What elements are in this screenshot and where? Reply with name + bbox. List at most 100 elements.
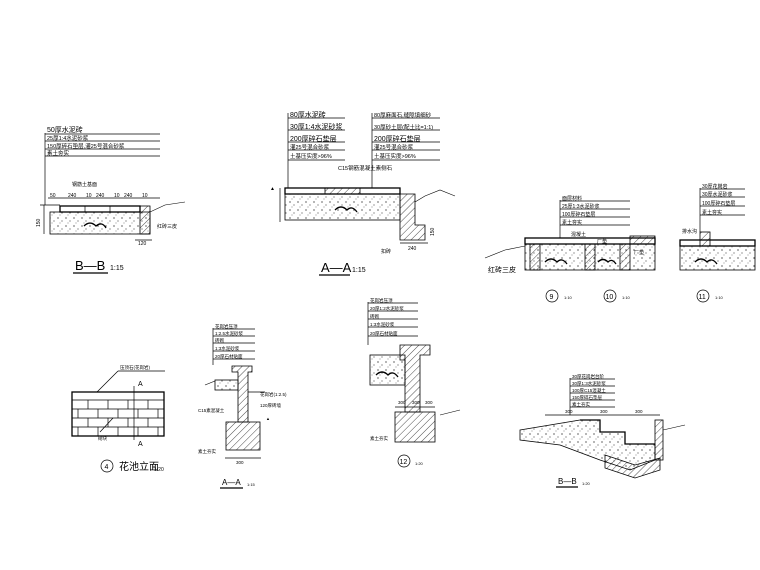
bb1-label-top: 钢筋土基面 [72,181,97,188]
aa2-mark-right: ▲ [266,416,270,421]
bb1-scale: 1:15 [110,265,124,272]
aa1-note-left-0: 80厚水泥砖 [290,110,326,119]
bb1-dim-bottom: 120 [138,241,147,247]
aa1-note-left-1: 30厚1:4水泥砂浆 [290,122,343,131]
d9-label: 红砖三皮 [488,265,516,274]
aa2-dim: 300 [236,460,244,465]
aa2-soil-layer [214,379,239,391]
bb1-dim-1: 240 [68,193,77,199]
bb1-note-3: 素土夯实 [47,149,70,157]
aa2-note-3: 1:3水泥砂浆 [215,345,240,352]
d9-note-3: 素土夯实 [562,219,582,226]
bb1-title: B—B [75,258,105,273]
d10-circle [603,289,617,303]
aa2-side-note-1: 120厚砖墙 [260,402,282,409]
section-aa-2: 花岗岩压顶 1:2.5水泥砂浆 砖砌 1:3水泥砂浆 20厚石材贴面 花岗岩(1… [198,323,287,489]
aa1-dim-side-mark: ▲ [270,186,275,192]
aa2-footing [225,421,261,451]
aa1-note-mid: C15钢筋混凝土素侧石 [338,164,393,172]
aa1-note-right-2: 200厚碎石垫层 [374,134,421,143]
bb2-note-1: 30厚1:3水泥砂浆 [572,380,606,387]
d9-num: 9 [550,294,554,301]
section-bb-2: 30厚花岗岩台阶 30厚1:3水泥砂浆 100厚C15混凝土 150厚碎石垫层 … [519,373,686,488]
aa2-side-note-0: 花岗岩(1:2.5) [260,391,287,398]
bb1-dim-3: 240 [96,193,105,199]
aa1-note-right-1: 30厚砂土层(配土比=1:1) [374,123,433,131]
flower-mark-top: A [138,381,143,388]
d12-scale: 1:20 [415,461,424,466]
flower-scale: 1:20 [154,467,164,473]
bb2-dim-2: 300 [635,409,643,414]
aa1-scale: 1:15 [352,267,366,274]
bb2-note-4: 素土夯实 [572,401,590,408]
d12-circle [397,454,411,468]
bb2-step-body [519,419,656,471]
bb1-note-1: 25厚1:4水泥砂浆 [47,134,89,142]
d9-scale: 1:10 [564,295,573,300]
d12-num: 12 [400,459,408,466]
d12-planting-soil [369,354,406,386]
d12-note-0: 花岗岩压顶 [370,297,393,304]
bb1-note-right: 红砖三皮 [157,223,177,230]
d12-note-2: 砖砌 [370,313,379,320]
bb1-note-2: 150厚碎石垫层,灌25号混合砂浆 [47,142,125,150]
bb1-dim-2: 10 [86,193,92,199]
aa1-note-right-3: 灌25号混合砂浆 [374,143,414,151]
d12-bottom: 素土夯实 [370,435,388,442]
d11-scale: 1:10 [715,295,724,300]
aa1-gravel [334,206,358,213]
d11-note-0: 30厚花岗岩 [702,183,728,190]
details-9-10-11: 面层材料 25厚1:3水泥砂浆 100厚碎石垫层 素土夯实 红砖三皮 混凝土 厂… [484,183,756,303]
aa2-note-0: 花岗岩压顶 [215,323,238,330]
d12-note-4: 20厚石材贴面 [370,330,398,337]
d9-edge-right [619,243,631,271]
d11-circle [696,289,710,303]
bb2-scale: 1:20 [582,481,591,486]
bb1-edge-brick [139,205,151,235]
section-bb-1: 50厚水泥砖 25厚1:4水泥砂浆 150厚碎石垫层,灌25号混合砂浆 素土夯实… [36,125,186,274]
aa1-dim-side: 150 [430,227,436,236]
aa1-note-left-3: 灌25号混合砂浆 [290,143,330,151]
bb1-dim-6: 10 [142,193,148,199]
d11-gravel [694,258,718,265]
brick-wall [71,391,165,437]
bb2-dim-0: 300 [565,409,573,414]
bb1-dim-4: 10 [114,193,120,199]
aa2-bottom-note-1: 素土夯实 [198,448,216,455]
bb2-curb [654,419,664,461]
bb2-title: B—B [558,477,577,486]
d11-label: 排水沟 [682,228,697,235]
bb1-slope [149,201,186,213]
bb2-note-2: 100厚C15混凝土 [572,387,606,394]
d12-dim-2: 300 [425,400,433,405]
aa2-bottom-note-0: C15素混凝土 [198,407,225,414]
aa2-note-4: 20厚石材贴面 [215,353,243,360]
bb1-dim-5: 240 [124,193,133,199]
d12-note-1: 20厚1:2水泥砂浆 [370,305,404,312]
bb1-paver-layer [59,205,141,213]
d9-note-1: 25厚1:3水泥砂浆 [562,203,600,210]
bb2-note-0: 30厚花岗岩台阶 [572,373,605,380]
d9-slope [484,245,526,259]
aa1-curb [399,193,426,241]
bb1-gravel [83,222,107,229]
aa1-curb-top [324,187,361,195]
d9-gravel-2 [597,258,617,265]
bb2-foundation [604,454,661,479]
aa2-title: A—A [222,478,241,487]
aa1-note-right-0: 80厚麻面石,缝隙填细砂 [374,111,432,119]
d9-note-2: 100厚碎石垫层 [562,211,595,218]
bb2-note-3: 150厚碎石垫层 [572,394,603,401]
d11-num: 11 [699,294,706,301]
aa2-wall [231,365,253,423]
bb1-base-layer [49,211,151,235]
d11-drain [699,231,711,247]
d11-note-1: 30厚水泥砂浆 [702,191,733,198]
d10-step [629,235,656,245]
aa2-note-1: 1:2.5水泥砂浆 [215,330,244,337]
d10-num: 10 [606,294,614,301]
aa2-scale: 1:15 [247,482,256,487]
d9-edge-left [529,243,541,271]
aa1-note-bottom: 扣砖 [381,248,391,255]
d12-dim-0: 300 [398,400,406,405]
